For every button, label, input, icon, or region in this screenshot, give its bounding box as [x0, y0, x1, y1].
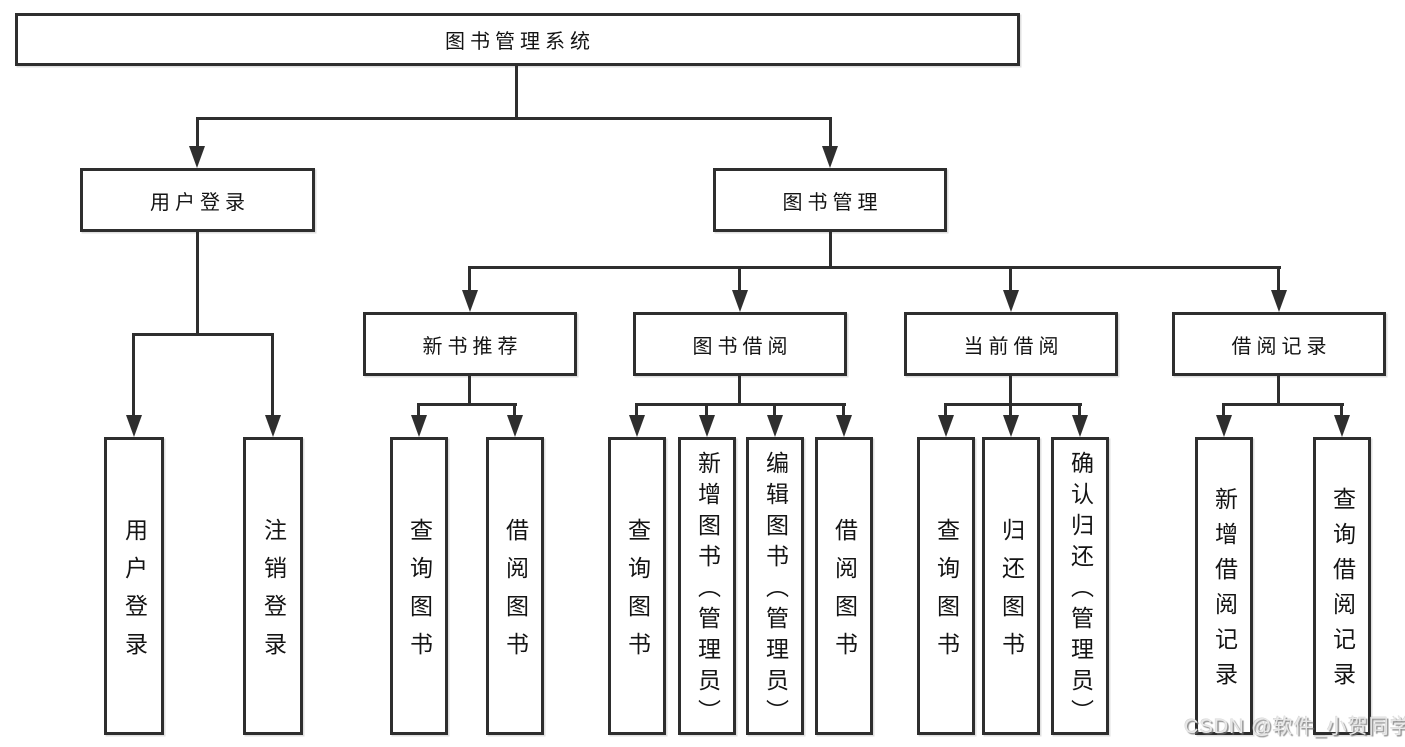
connector-line	[1009, 266, 1012, 293]
node-leaf-query-books-recommend: 查询图书	[390, 437, 448, 735]
node-root: 图书管理系统	[15, 13, 1020, 66]
node-label: 归还图书	[998, 517, 1025, 670]
arrow-down-icon	[1271, 290, 1287, 312]
arrow-down-icon	[462, 290, 478, 312]
connector-line	[738, 376, 741, 406]
connector-line	[196, 232, 199, 335]
node-leaf-return-books: 归还图书	[982, 437, 1040, 735]
node-new-book-recommendation: 新书推荐	[363, 312, 577, 376]
node-label: 查询借阅记录	[1329, 487, 1356, 697]
connector-line	[468, 266, 1281, 269]
connector-line	[468, 266, 471, 293]
node-label: 借阅图书	[502, 517, 529, 670]
node-label: 查询图书	[624, 517, 651, 670]
connector-line	[1222, 403, 1225, 419]
node-leaf-borrow-books-recommend: 借阅图书	[486, 437, 544, 735]
connector-line	[738, 266, 741, 293]
connector-line	[417, 403, 420, 419]
node-leaf-user-login: 用户登录	[104, 437, 164, 735]
connector-line	[513, 403, 516, 419]
arrow-down-icon	[699, 415, 715, 437]
node-current-borrowing: 当前借阅	[904, 312, 1118, 376]
connector-line	[773, 403, 776, 419]
arrow-down-icon	[629, 415, 645, 437]
arrow-down-icon	[411, 415, 427, 437]
connector-line	[635, 403, 846, 406]
arrow-down-icon	[822, 146, 838, 168]
connector-line	[829, 117, 832, 148]
node-leaf-add-borrow-record: 新增借阅记录	[1195, 437, 1253, 735]
arrow-down-icon	[1334, 415, 1350, 437]
connector-line	[417, 403, 517, 406]
connector-line	[468, 376, 471, 406]
arrow-down-icon	[126, 415, 142, 437]
connector-line	[1009, 403, 1012, 419]
node-leaf-query-borrow-record: 查询借阅记录	[1313, 437, 1371, 735]
connector-line	[1277, 376, 1280, 406]
arrow-down-icon	[938, 415, 954, 437]
node-label: 确认归还（管理员）	[1067, 450, 1094, 730]
arrow-down-icon	[189, 146, 205, 168]
connector-line	[1222, 403, 1344, 406]
connector-line	[196, 117, 832, 120]
connector-line	[515, 66, 518, 119]
node-leaf-confirm-return-admin: 确认归还（管理员）	[1051, 437, 1109, 735]
node-leaf-borrow-books-borrowing: 借阅图书	[815, 437, 873, 735]
node-label: 注销登录	[260, 517, 287, 670]
node-leaf-query-books-borrowing: 查询图书	[608, 437, 666, 735]
node-leaf-query-books-current: 查询图书	[917, 437, 975, 735]
arrow-down-icon	[836, 415, 852, 437]
node-label: 新书推荐	[422, 335, 523, 358]
connector-line	[1340, 403, 1343, 419]
node-label: 图书管理	[782, 191, 883, 214]
csdn-watermark: CSDN @软件_小贺同学	[1184, 716, 1405, 738]
node-label: 借阅图书	[831, 517, 858, 670]
connector-line	[132, 333, 135, 419]
node-book-borrowing: 图书借阅	[633, 312, 847, 376]
connector-line	[132, 333, 274, 336]
node-leaf-add-books-admin: 新增图书（管理员）	[678, 437, 736, 735]
connector-line	[196, 117, 199, 148]
connector-line	[635, 403, 638, 419]
connector-line	[1277, 266, 1280, 293]
node-leaf-edit-books-admin: 编辑图书（管理员）	[746, 437, 804, 735]
connector-line	[271, 333, 274, 419]
arrow-down-icon	[1003, 415, 1019, 437]
arrow-down-icon	[732, 290, 748, 312]
arrow-down-icon	[507, 415, 523, 437]
connector-line	[944, 403, 1082, 406]
node-label: 借阅记录	[1231, 335, 1332, 358]
node-label: 编辑图书（管理员）	[762, 450, 789, 730]
connector-line	[944, 403, 947, 419]
node-label: 查询图书	[406, 517, 433, 670]
node-label: 新增图书（管理员）	[694, 450, 721, 730]
node-user-login: 用户登录	[80, 168, 315, 232]
connector-line	[842, 403, 845, 419]
arrow-down-icon	[1072, 415, 1088, 437]
arrow-down-icon	[1003, 290, 1019, 312]
connector-line	[705, 403, 708, 419]
node-leaf-logout: 注销登录	[243, 437, 303, 735]
arrow-down-icon	[1216, 415, 1232, 437]
arrow-down-icon	[767, 415, 783, 437]
node-label: 当前借阅	[963, 335, 1064, 358]
node-label: 图书管理系统	[445, 31, 595, 53]
node-label: 新增借阅记录	[1211, 487, 1238, 697]
node-label: 图书借阅	[692, 335, 793, 358]
connector-line	[1078, 403, 1081, 419]
arrow-down-icon	[265, 415, 281, 437]
node-label: 用户登录	[150, 191, 250, 214]
node-borrowing-records: 借阅记录	[1172, 312, 1386, 376]
connector-line	[829, 232, 832, 269]
node-book-management: 图书管理	[713, 168, 947, 232]
connector-line	[1009, 376, 1012, 406]
node-label: 用户登录	[121, 517, 148, 670]
node-label: 查询图书	[933, 517, 960, 670]
